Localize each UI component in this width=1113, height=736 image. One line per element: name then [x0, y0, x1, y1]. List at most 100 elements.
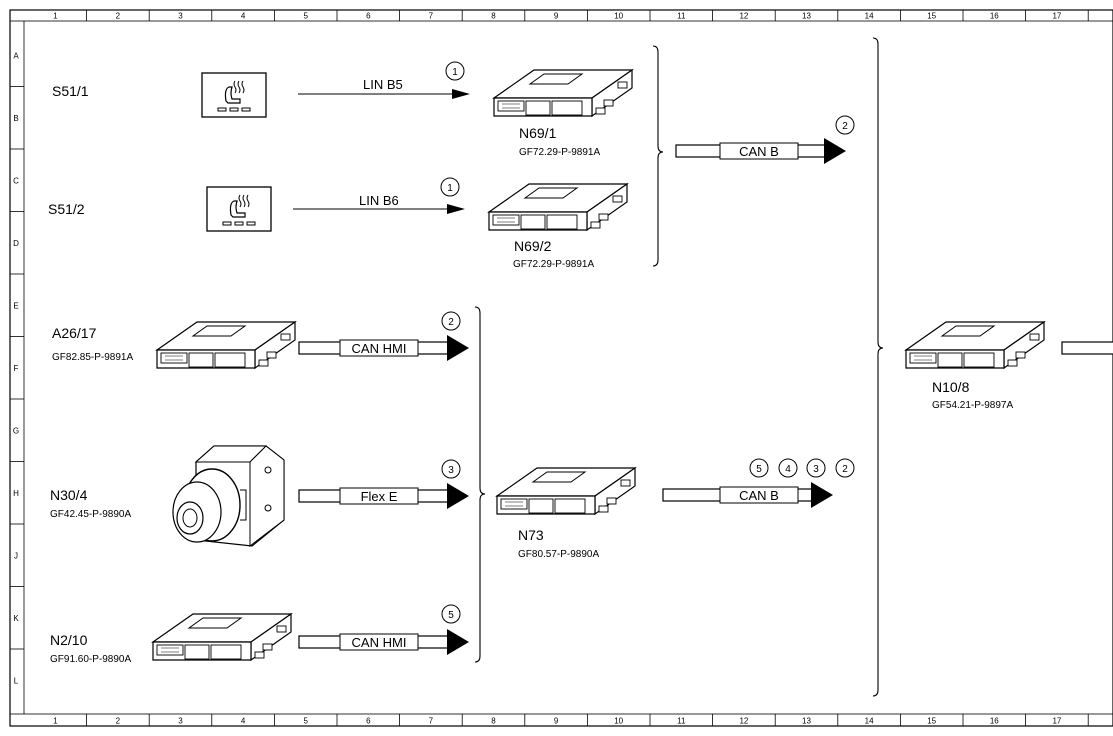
column-number: 8 [491, 12, 496, 21]
column-number: 17 [1052, 717, 1061, 726]
a26-17-control-unit-icon [156, 321, 296, 369]
flex-e-label: Flex E [361, 489, 398, 504]
ref-circle [835, 115, 855, 135]
ref-number: 1 [447, 183, 453, 194]
column-number: 10 [614, 12, 623, 21]
n73-code: GF80.57-P-9890A [518, 549, 599, 560]
n10-8-code: GF54.21-P-9897A [932, 400, 1013, 411]
n73-label: N73 [518, 527, 544, 543]
ref-circle [835, 458, 855, 478]
bus-label-box [339, 487, 419, 505]
ref-circle [441, 604, 461, 624]
ref-number: 3 [813, 464, 819, 475]
column-number: 1 [53, 12, 58, 21]
group-brace [652, 45, 664, 267]
n69-2-code: GF72.29-P-9891A [513, 259, 594, 270]
seat-heater-switch-icon [206, 186, 272, 232]
column-number: 9 [554, 717, 559, 726]
column-number: 4 [241, 717, 246, 726]
column-number: 9 [554, 12, 559, 21]
n69-1-code: GF72.29-P-9891A [519, 147, 600, 158]
ref-number: 2 [842, 121, 848, 132]
column-number: 16 [990, 717, 999, 726]
seat-heater-switch-icon [201, 72, 267, 118]
ref-number: 3 [448, 465, 454, 476]
row-letter: A [13, 51, 19, 60]
column-number: 11 [677, 12, 686, 21]
a26-17-label: A26/17 [52, 325, 97, 341]
bus-label-box [339, 339, 419, 357]
column-number: 13 [802, 717, 811, 726]
row-letter: K [13, 614, 19, 623]
column-number: 8 [491, 717, 496, 726]
column-number: 3 [178, 12, 183, 21]
can-b-top-label: CAN B [739, 144, 779, 159]
column-number: 3 [178, 717, 183, 726]
column-number: 11 [677, 717, 686, 726]
bus-label-box [719, 486, 799, 504]
n2-10-label: N2/10 [50, 632, 88, 648]
ref-circle [749, 458, 769, 478]
column-number: 12 [739, 717, 748, 726]
ref-number: 5 [756, 464, 762, 475]
row-letter: G [13, 426, 19, 435]
can-hmi-a26-label: CAN HMI [352, 341, 407, 356]
row-letter: C [13, 176, 19, 185]
ref-number: 1 [452, 67, 458, 78]
column-number: 1 [53, 717, 58, 726]
column-number: 2 [116, 717, 121, 726]
group-brace [474, 306, 486, 663]
n73-control-unit-icon [496, 467, 636, 515]
n30-4-code: GF42.45-P-9890A [50, 509, 131, 520]
lin-b6-label: LIN B6 [359, 193, 399, 208]
column-number: 16 [990, 12, 999, 21]
lin-b5-label: LIN B5 [363, 77, 403, 92]
ref-number: 2 [842, 464, 848, 475]
column-number: 5 [303, 717, 308, 726]
row-letter: H [13, 489, 19, 498]
row-letter: F [14, 364, 19, 373]
n30-4-label: N30/4 [50, 487, 88, 503]
ref-number: 5 [448, 610, 454, 621]
ref-number: 4 [785, 464, 791, 475]
bus-label-box [339, 633, 419, 651]
s51-1-label: S51/1 [52, 83, 89, 99]
n10-8-label: N10/8 [932, 379, 970, 395]
column-number: 13 [802, 12, 811, 21]
row-letter: E [13, 301, 18, 310]
n2-10-code: GF91.60-P-9890A [50, 654, 131, 665]
column-number: 6 [366, 717, 371, 726]
n2-10-control-unit-icon [152, 613, 292, 661]
row-letter: D [13, 239, 19, 248]
can-b-n73-label: CAN B [739, 488, 779, 503]
column-number: 7 [429, 12, 434, 21]
lin-b5-line [298, 89, 470, 99]
column-number: 10 [614, 717, 623, 726]
column-number: 15 [927, 717, 936, 726]
column-number: 12 [739, 12, 748, 21]
column-number: 7 [429, 717, 434, 726]
ref-circle [806, 458, 826, 478]
column-number: 14 [865, 717, 874, 726]
bus-label-box [719, 142, 799, 160]
column-number: 17 [1052, 12, 1061, 21]
lin-b6-line [293, 204, 465, 214]
can-hmi-n2-label: CAN HMI [352, 635, 407, 650]
n69-2-label: N69/2 [514, 238, 552, 254]
row-letter: J [14, 551, 18, 560]
s51-2-label: S51/2 [48, 201, 85, 217]
ref-number: 2 [448, 317, 454, 328]
column-number: 5 [303, 12, 308, 21]
ref-circle [440, 177, 460, 197]
group-brace [872, 37, 884, 697]
column-number: 2 [116, 12, 121, 21]
ref-circle [445, 61, 465, 81]
a26-17-code: GF82.85-P-9891A [52, 352, 133, 363]
outgoing-bus-stub [1061, 341, 1113, 355]
ref-circle [778, 458, 798, 478]
column-number: 4 [241, 12, 246, 21]
n69-2-control-unit-icon [488, 183, 628, 231]
